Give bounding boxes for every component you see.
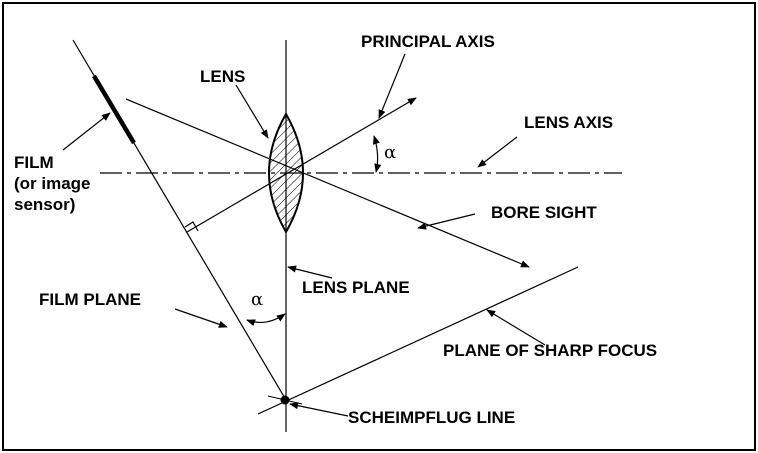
angle-arc-top [373, 135, 382, 173]
label-lens-axis: LENS AXIS [524, 113, 613, 132]
label-film-line3: sensor) [14, 195, 75, 214]
leader-lens-axis [477, 136, 518, 168]
label-film-plane: FILM PLANE [39, 290, 141, 309]
leader-lens [235, 84, 269, 139]
leader-lens-plane [287, 265, 333, 279]
right-angle-marker [184, 221, 199, 232]
label-film-line2: (or image [14, 174, 91, 193]
lens-shape [268, 111, 304, 235]
label-lens-plane: LENS PLANE [302, 278, 410, 297]
plane-of-sharp-focus-line [257, 266, 579, 415]
leader-plane-of-sharp-focus [486, 309, 546, 346]
leader-film [62, 112, 111, 151]
label-alpha-bottom: α [251, 289, 263, 310]
label-scheimpflug-line: SCHEIMPFLUG LINE [348, 408, 515, 427]
label-alpha-top: α [384, 142, 396, 163]
leader-principal-axis [378, 53, 406, 119]
leader-bore-sight [417, 213, 476, 230]
label-bore-sight: BORE SIGHT [491, 203, 597, 222]
angle-arc-bottom [246, 313, 286, 327]
leader-film-plane [174, 308, 228, 328]
bore-sight-line [125, 98, 530, 268]
leader-scheimpflug-line [289, 402, 349, 417]
film [92, 74, 136, 145]
label-film-line1: FILM [14, 153, 54, 172]
label-lens: LENS [200, 67, 245, 86]
label-plane-of-sharp-focus: PLANE OF SHARP FOCUS [443, 341, 657, 360]
label-principal-axis: PRINCIPAL AXIS [361, 32, 495, 51]
scheimpflug-tick [267, 395, 303, 405]
